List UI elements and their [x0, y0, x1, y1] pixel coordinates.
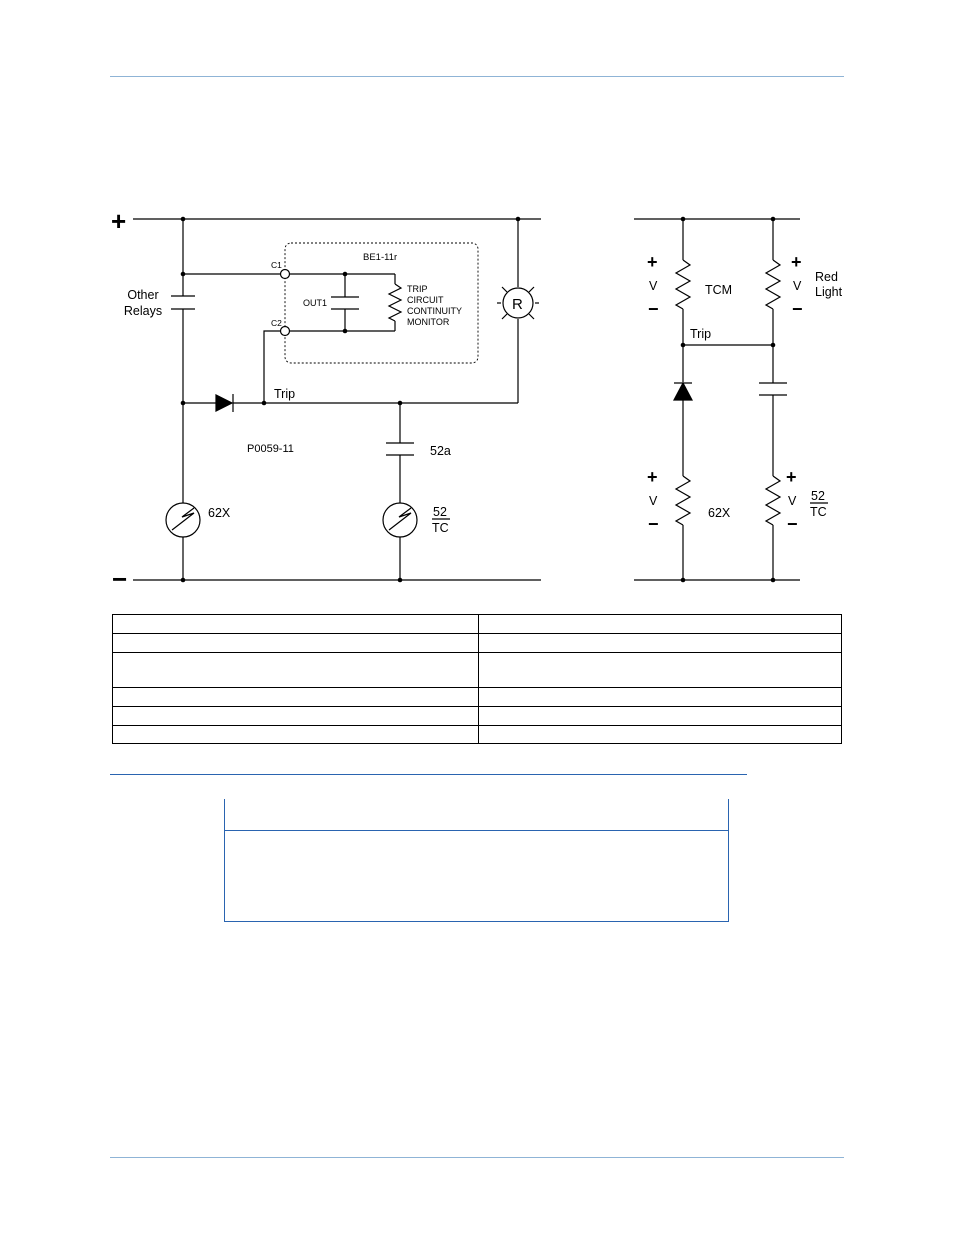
- plus-sign: +: [647, 467, 658, 487]
- data-table: [112, 614, 842, 744]
- right-diode: [673, 381, 693, 401]
- plus-sign: +: [791, 252, 802, 272]
- plus-sign: +: [786, 467, 797, 487]
- table-cell: [478, 652, 842, 688]
- table-row: [112, 706, 842, 726]
- coil-52tc: [382, 502, 418, 538]
- diode: [215, 394, 234, 412]
- table-row: [112, 652, 842, 688]
- coil-62x-label: 62X: [208, 506, 231, 520]
- red-light-label: Red: [815, 270, 838, 284]
- red-lamp: [502, 287, 534, 319]
- plus-sign: +: [647, 252, 658, 272]
- drawing-number: P0059-11: [247, 443, 294, 455]
- section-rule: [110, 774, 747, 775]
- coil-62x-label: 62X: [708, 506, 731, 520]
- other-relays-label: Relays: [124, 304, 162, 318]
- tcm-label: TRIP: [407, 284, 428, 294]
- table-cell: [478, 687, 842, 707]
- table-cell: [112, 652, 479, 688]
- terminal-c2-label: C2: [271, 318, 282, 328]
- coil-62x: [165, 502, 201, 538]
- minus-sign: −: [112, 564, 127, 594]
- tcm-label: MONITOR: [407, 317, 450, 327]
- output-label: OUT1: [303, 298, 327, 308]
- contact-52a-label: 52a: [430, 444, 451, 458]
- coil-52-label: 52: [433, 505, 447, 519]
- table-cell: [478, 633, 842, 653]
- coil-tc-label: TC: [432, 521, 449, 535]
- table-cell: [112, 614, 479, 634]
- terminal-c1-label: C1: [271, 260, 282, 270]
- minus-sign: −: [648, 299, 659, 319]
- device-name: BE1-11r: [363, 252, 397, 263]
- trip-label: Trip: [690, 327, 711, 341]
- table-cell: [112, 687, 479, 707]
- minus-sign: −: [792, 299, 803, 319]
- table-row: [112, 725, 842, 744]
- terminal-c2: [279, 325, 291, 337]
- table-cell: [478, 614, 842, 634]
- table-cell: [478, 725, 842, 744]
- table-row: [112, 614, 842, 634]
- voltage-symbol: V: [649, 494, 658, 508]
- voltage-symbol: V: [788, 494, 797, 508]
- other-relays-label: Other: [127, 288, 158, 302]
- note-box: [224, 799, 729, 922]
- terminal-c1: [279, 268, 291, 280]
- tcm-label: TCM: [705, 283, 732, 297]
- voltage-symbol: V: [793, 279, 802, 293]
- table-row: [112, 633, 842, 653]
- coil-tc-label: TC: [810, 505, 827, 519]
- minus-sign: −: [787, 514, 798, 534]
- tcm-label: CIRCUIT: [407, 295, 444, 305]
- red-lamp-letter: R: [512, 296, 523, 313]
- trip-circuit-diagram: + − Other Relays BE1-11r C1 C2 OUT1 TRIP…: [111, 206, 843, 594]
- table-cell: [112, 633, 479, 653]
- plus-sign: +: [111, 206, 126, 236]
- header-rule: [110, 76, 844, 77]
- minus-sign: −: [648, 514, 659, 534]
- table-cell: [478, 706, 842, 726]
- red-light-label: Light: [815, 285, 843, 299]
- footer-rule: [110, 1157, 844, 1158]
- tcm-label: CONTINUITY: [407, 306, 462, 316]
- table-cell: [112, 725, 479, 744]
- coil-52-label: 52: [811, 489, 825, 503]
- trip-label: Trip: [274, 387, 295, 401]
- relay-device-box: [284, 242, 479, 364]
- voltage-symbol: V: [649, 279, 658, 293]
- note-header: [225, 799, 728, 831]
- table-cell: [112, 706, 479, 726]
- table-row: [112, 687, 842, 707]
